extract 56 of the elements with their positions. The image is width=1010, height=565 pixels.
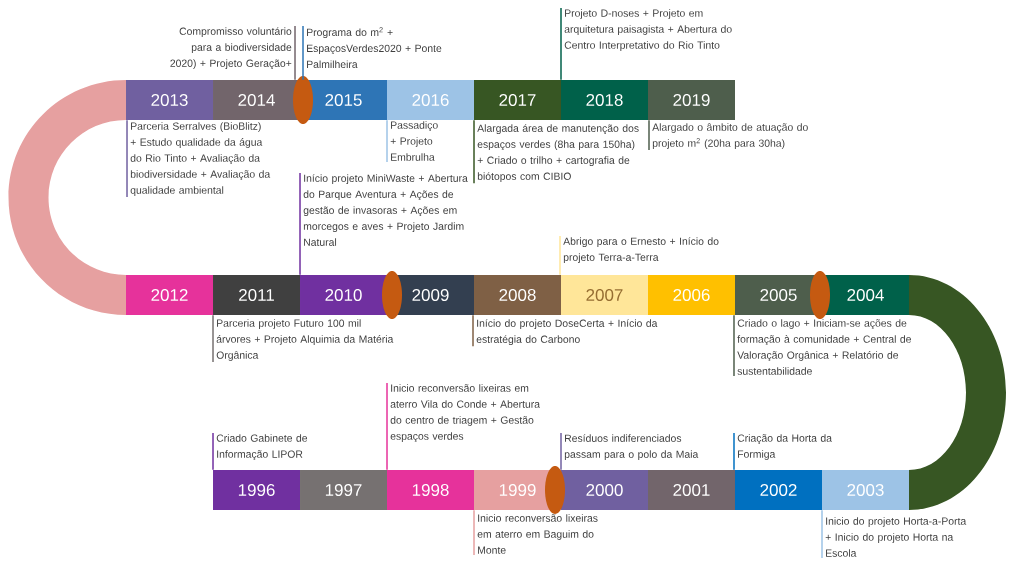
year-box: 2017 bbox=[474, 80, 561, 120]
event-text: Compromisso voluntário para a biodiversidade 2020) + Projeto Geração+ bbox=[170, 27, 292, 70]
leader-line bbox=[302, 25, 304, 81]
year-box: 2006 bbox=[648, 275, 735, 315]
leader-line bbox=[294, 25, 296, 81]
leader-line bbox=[559, 235, 561, 276]
leader-line bbox=[821, 509, 823, 559]
year-box: 1998 bbox=[387, 470, 474, 510]
year-box: 1997 bbox=[300, 470, 387, 510]
event-text: Início projeto MiniWaste + Abertura do Parque Aventura + Ações de gestão de invasoras + Ações em morcegos e aves + Projeto Jardim Natural bbox=[303, 174, 468, 246]
year-box: 2004 bbox=[822, 275, 909, 315]
event-text: Abrigo para o Ernesto + Início do projeto Terra-a-Terra bbox=[563, 237, 719, 263]
event-text: Alargado o âmbito de atuação do projeto m$^{2}$ (20ha para 30ha) bbox=[652, 123, 808, 149]
leader-line bbox=[126, 119, 128, 198]
leader-line bbox=[212, 314, 214, 363]
year-box: 2012 bbox=[126, 275, 213, 315]
year-box: 2011 bbox=[213, 275, 300, 315]
event-text: Início do projeto DoseCerta + Início da estratégia do Carbono bbox=[476, 319, 658, 345]
year-box: 2000 bbox=[561, 470, 648, 510]
year-box: 2007 bbox=[561, 275, 648, 315]
leader-line bbox=[473, 119, 475, 184]
year-box: 2003 bbox=[822, 470, 909, 510]
event-text: Criação da Horta da Formiga bbox=[737, 434, 832, 460]
event-text: Inicio do projeto Horta-a-Porta + Inicio do projeto Horta na Escola bbox=[825, 517, 967, 557]
event-text: Programa do m$^{2}$ + EspaçosVerdes2020 + Ponte Palmilheira bbox=[307, 27, 442, 68]
leader-line bbox=[648, 119, 650, 151]
leader-line bbox=[299, 172, 301, 276]
event-text: Criado o lago + Iniciam-se ações de formação à comunidade + Central de Valoração Orgânica + Relatório de sustentabilidade bbox=[737, 319, 911, 375]
leader-line bbox=[560, 7, 562, 81]
event-text: Parceria projeto Futuro 100 mil árvores + Projeto Alquimia da Matéria Orgânica bbox=[216, 319, 394, 361]
event-text: Resíduos indiferenciados passam para o polo da Maia bbox=[564, 434, 699, 460]
event-text: Parceria Serralves (BioBlitz) + Estudo qualidade da água do Rio Tinto + Avaliação da biodiversidade + Avaliação da qualidade ambiental bbox=[130, 122, 271, 196]
year-box: 2018 bbox=[561, 80, 648, 120]
leader-line bbox=[733, 314, 735, 377]
year-box: 2010 bbox=[300, 275, 387, 315]
year-box: 2008 bbox=[474, 275, 561, 315]
event-text: Projeto D-noses + Projeto em arquitetura paisagista + Abertura do Centro Interpretativo do Rio Tinto bbox=[564, 9, 732, 51]
year-box: 2013 bbox=[126, 80, 213, 120]
leader-line bbox=[560, 432, 562, 471]
year-box: 1996 bbox=[213, 470, 300, 510]
year-box: 2016 bbox=[387, 80, 474, 120]
year-box: 2002 bbox=[735, 470, 822, 510]
leader-line bbox=[733, 432, 735, 471]
leader-line bbox=[386, 119, 388, 163]
leader-line bbox=[386, 382, 388, 471]
year-box: 2014 bbox=[213, 80, 300, 120]
event-text: Criado Gabinete de Informação LIPOR bbox=[216, 434, 308, 460]
year-box: 2001 bbox=[648, 470, 735, 510]
event-text: Inicio reconversão lixeiras em aterro Vila do Conde + Abertura do centro de triagem + Gestão espaços verdes bbox=[390, 384, 540, 442]
event-text: Alargada área de manutenção dos espaços verdes (8ha para 150ha) + Criado o trilho + cartografia de biótopos com CIBIO bbox=[477, 124, 639, 182]
year-box: 2019 bbox=[648, 80, 735, 120]
leader-line bbox=[212, 432, 214, 471]
event-text: Passadiço + Projeto Embrulha bbox=[390, 121, 438, 161]
leader-line bbox=[472, 314, 474, 347]
event-text: Inicio reconversão lixeiras em aterro em Baguim do Monte bbox=[477, 514, 598, 554]
leader-line bbox=[473, 509, 475, 556]
